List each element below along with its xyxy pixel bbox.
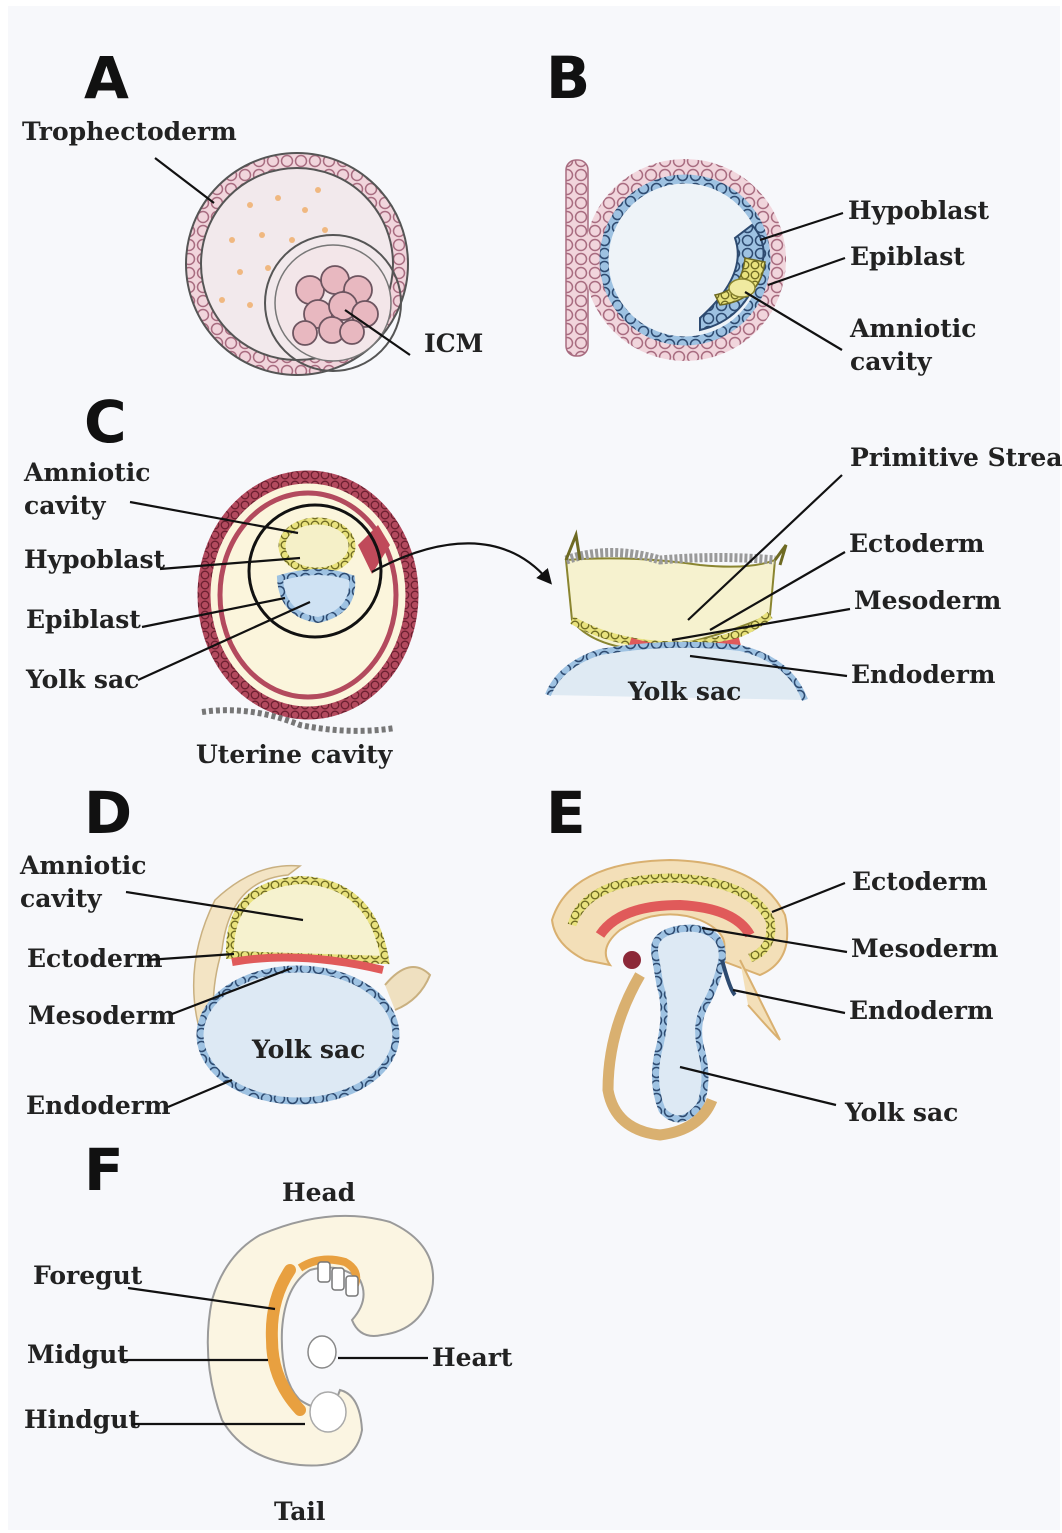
label-endoderm-c: Endoderm — [851, 660, 995, 689]
label-hindgut: Hindgut — [24, 1405, 140, 1434]
amniotic-cavity-d — [230, 880, 385, 960]
label-epiblast-c: Epiblast — [26, 605, 141, 634]
panel-f: F Head Foregut Midgut Heart Hindgut Tail — [24, 1136, 513, 1526]
label-mesoderm-c: Mesoderm — [854, 586, 1001, 615]
panel-letter-a: A — [84, 44, 129, 112]
label-yolk-sac-d: Yolk sac — [251, 1035, 365, 1064]
connecting-stalk-d — [385, 967, 430, 1010]
panel-letter-b: B — [546, 44, 590, 112]
panel-letter-d: D — [84, 779, 132, 847]
yolk-sac-e — [654, 928, 722, 1119]
leader-ectoderm-e — [772, 883, 845, 912]
label-yolk-sac-c: Yolk sac — [25, 665, 139, 694]
label-amniotic-c-1: Amniotic — [23, 458, 150, 487]
label-midgut: Midgut — [27, 1340, 129, 1369]
label-epiblast-b: Epiblast — [850, 242, 965, 271]
panel-letter-e: E — [546, 779, 586, 847]
label-head: Head — [282, 1178, 355, 1207]
label-mesoderm-e: Mesoderm — [851, 934, 998, 963]
amniotic-cavity-b — [729, 279, 755, 297]
leader-trophectoderm — [155, 158, 214, 203]
heart-f — [308, 1336, 336, 1368]
mesoderm-node-e — [623, 951, 641, 969]
label-primitive-streak: Primitive Streak — [850, 443, 1062, 472]
panel-b: B Hypoblast Epiblast Amniotic cavity — [546, 44, 990, 376]
panel-c-magnified: Primitive Streak Ectoderm Mesoderm Endod… — [548, 443, 1062, 706]
leader-endoderm-d — [168, 1080, 232, 1107]
label-yolk-sac-e: Yolk sac — [844, 1098, 958, 1127]
label-heart: Heart — [432, 1343, 513, 1372]
panel-letter-c: C — [84, 388, 127, 456]
label-foregut: Foregut — [33, 1261, 143, 1290]
label-yolk-sac-c-zoom: Yolk sac — [627, 677, 741, 706]
allantois-f — [310, 1392, 346, 1432]
label-uterine-cavity: Uterine cavity — [196, 740, 394, 769]
label-hypoblast-b: Hypoblast — [848, 196, 990, 225]
label-icm: ICM — [424, 329, 483, 358]
amniotic-cavity-c — [282, 521, 352, 571]
label-amniotic-b-2: cavity — [850, 347, 933, 376]
label-ectoderm-c: Ectoderm — [849, 529, 985, 558]
label-ectoderm-e: Ectoderm — [852, 867, 988, 896]
label-amniotic-c-2: cavity — [24, 491, 107, 520]
label-endoderm-d: Endoderm — [26, 1091, 170, 1120]
panel-e: E Ectoderm Mesoderm Endoderm Yolk sac — [546, 779, 998, 1135]
blastocyst-drawing — [186, 153, 408, 375]
label-amniotic-d-2: cavity — [20, 884, 103, 913]
amnion-edge-right — [775, 545, 786, 565]
panel-c: C Amniotic cavity Hypoblast Epiblast Yol… — [23, 388, 548, 769]
label-mesoderm-d: Mesoderm — [28, 1001, 175, 1030]
label-amniotic-d-1: Amniotic — [19, 851, 146, 880]
panel-letter-f: F — [84, 1136, 124, 1204]
label-trophectoderm: Trophectoderm — [22, 117, 237, 146]
label-amniotic-b-1: Amniotic — [849, 314, 976, 343]
label-endoderm-e: Endoderm — [849, 996, 993, 1025]
label-hypoblast-c: Hypoblast — [24, 545, 166, 574]
label-tail: Tail — [274, 1497, 325, 1526]
label-ectoderm-d: Ectoderm — [27, 944, 163, 973]
panel-d: D Amniotic cavity Ectoderm Mesoderm Yolk… — [19, 779, 430, 1120]
panel-a: A Trophectoderm ICM — [22, 44, 483, 375]
